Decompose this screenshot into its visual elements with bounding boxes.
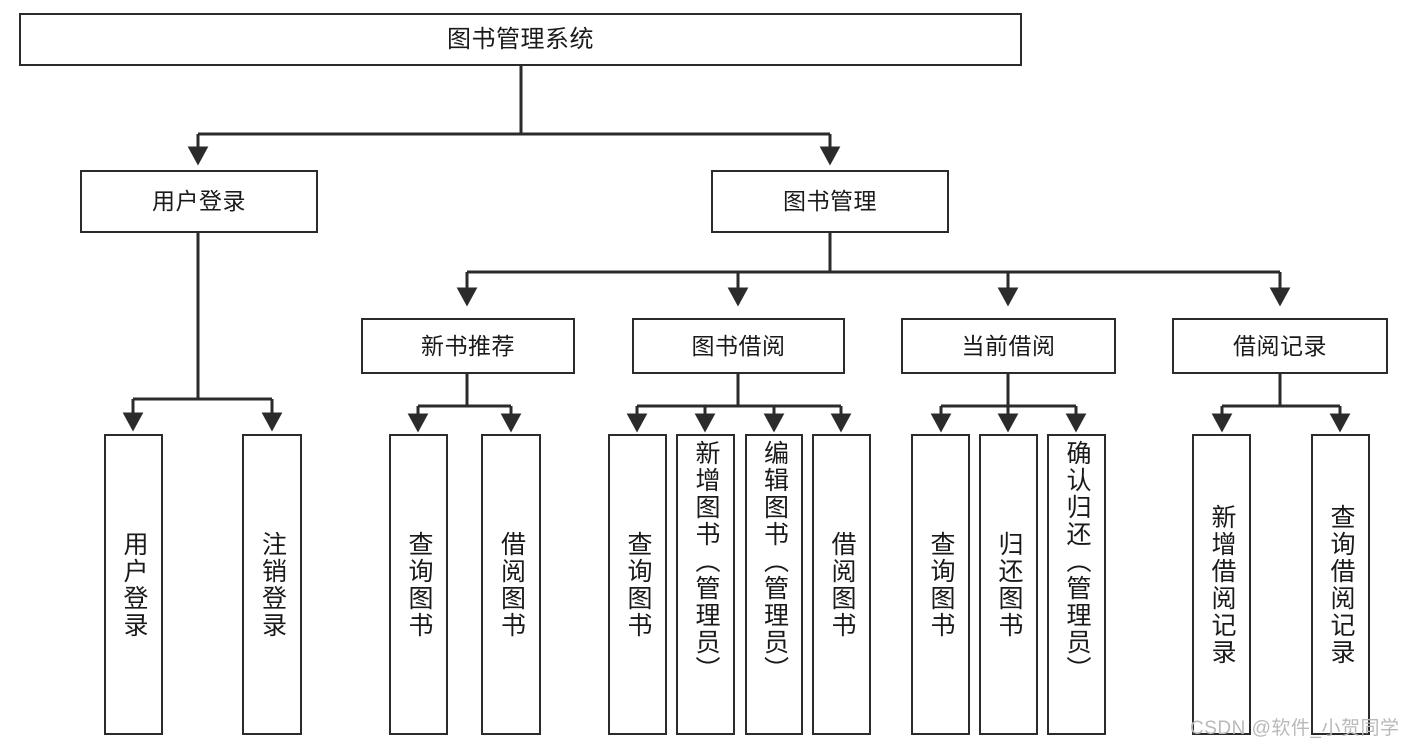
node-current-borrow-label: 当前借阅: [961, 332, 1056, 359]
leaf-add-book[interactable]: 新增图书（管理员）: [676, 434, 735, 735]
node-root-label: 图书管理系统: [447, 25, 594, 53]
leaf-query-record[interactable]: 查询借阅记录: [1311, 434, 1370, 735]
node-root[interactable]: 图书管理系统: [19, 13, 1022, 66]
leaf-return-book[interactable]: 归还图书: [979, 434, 1038, 735]
node-new-book-recommend[interactable]: 新书推荐: [361, 318, 575, 374]
leaf-query-record-label: 查询借阅记录: [1327, 503, 1355, 666]
leaf-add-record-label: 新增借阅记录: [1208, 503, 1236, 666]
node-borrow-record[interactable]: 借阅记录: [1172, 318, 1388, 374]
leaf-borrow-book-1-label: 借阅图书: [497, 530, 526, 639]
leaf-borrow-book-2[interactable]: 借阅图书: [812, 434, 871, 735]
leaf-return-book-label: 归还图书: [995, 530, 1023, 639]
node-current-borrow[interactable]: 当前借阅: [901, 318, 1116, 374]
leaf-logout-login-label: 注销登录: [258, 530, 287, 639]
leaf-user-login[interactable]: 用户登录: [104, 434, 163, 735]
leaf-query-book-3[interactable]: 查询图书: [911, 434, 970, 735]
node-book-borrow-label: 图书借阅: [691, 332, 786, 359]
leaf-confirm-return[interactable]: 确认归还（管理员）: [1047, 434, 1106, 735]
leaf-query-book-1[interactable]: 查询图书: [389, 434, 448, 735]
node-book-manage[interactable]: 图书管理: [711, 170, 949, 233]
leaf-borrow-book-1[interactable]: 借阅图书: [481, 434, 541, 735]
leaf-edit-book-label: 编辑图书（管理员）: [760, 440, 789, 683]
leaf-confirm-return-label: 确认归还（管理员）: [1063, 440, 1091, 683]
leaf-edit-book[interactable]: 编辑图书（管理员）: [745, 434, 803, 735]
node-new-book-recommend-label: 新书推荐: [421, 332, 515, 359]
node-borrow-record-label: 借阅记录: [1233, 332, 1327, 359]
leaf-borrow-book-2-label: 借阅图书: [828, 530, 856, 639]
node-user-login-label: 用户登录: [152, 188, 246, 215]
leaf-query-book-2[interactable]: 查询图书: [608, 434, 667, 735]
leaf-query-book-1-label: 查询图书: [405, 530, 433, 639]
leaf-user-login-label: 用户登录: [120, 530, 148, 639]
node-book-borrow[interactable]: 图书借阅: [632, 318, 845, 374]
leaf-add-book-label: 新增图书（管理员）: [692, 440, 720, 683]
leaf-logout-login[interactable]: 注销登录: [242, 434, 302, 735]
csdn-watermark: CSDN @软件_小贺同学: [1190, 718, 1400, 739]
node-book-manage-label: 图书管理: [783, 188, 877, 215]
leaf-query-book-2-label: 查询图书: [624, 530, 652, 639]
leaf-query-book-3-label: 查询图书: [927, 530, 955, 639]
node-user-login[interactable]: 用户登录: [80, 170, 318, 233]
leaf-add-record[interactable]: 新增借阅记录: [1192, 434, 1251, 735]
